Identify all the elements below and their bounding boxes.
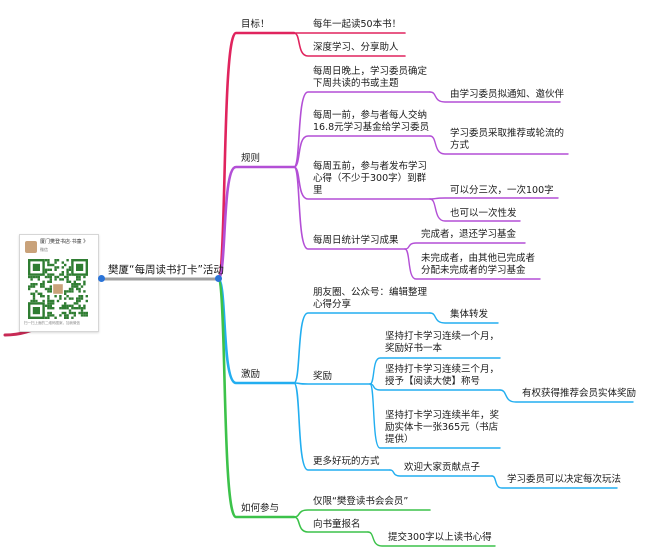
goal-item-2[interactable]: 深度学习、分享助人 xyxy=(313,42,399,53)
join-item-2-detail[interactable]: 提交300字以上读书心得 xyxy=(388,532,492,543)
rule-2-detail-line xyxy=(429,135,569,155)
join-item-2[interactable]: 向书童报名 xyxy=(313,519,361,530)
rule-3-detail-2-line xyxy=(429,198,521,222)
join-item-2-detail-line xyxy=(367,531,496,547)
more-subdetail-line xyxy=(491,475,618,489)
incentive-more-line xyxy=(293,382,391,471)
rule-2-detail[interactable]: 学习委员采取推荐或轮流的 方式 xyxy=(450,128,565,151)
rule-4-detail-2-line xyxy=(404,248,541,280)
rule-1[interactable]: 每周日晚上，学习委员确定 下周共读的书或主题 xyxy=(313,66,428,89)
rule-4-detail-2[interactable]: 未完成者，由其他已完成者 分配未完成者的学习基金 xyxy=(421,253,536,276)
card-title: 厦门樊登书店·书童 》 xyxy=(40,239,89,245)
rule-4-detail-1-line xyxy=(404,242,526,250)
rule-3-detail-2[interactable]: 也可以一次性发 xyxy=(450,208,517,219)
rule-3-detail-1-line xyxy=(429,197,559,200)
reward-extra-line xyxy=(499,389,634,403)
reward-item-2[interactable]: 坚持打卡学习连续三个月， 授予【阅读大使】称号 xyxy=(385,364,500,387)
incentive-branch xyxy=(216,277,296,385)
reward-3-line xyxy=(369,383,501,449)
incentive-more[interactable]: 更多好玩的方式 xyxy=(313,456,380,467)
rule-1-detail[interactable]: 由学习委员拟通知、邀伙伴 xyxy=(450,89,565,100)
reward-2-line xyxy=(369,383,501,391)
join-item-1-line xyxy=(293,509,431,518)
reward-1-line xyxy=(369,357,501,385)
join-topic[interactable]: 如何参与 xyxy=(241,503,280,514)
qr-code-card: 厦门樊登书店·书童 》 微信 扫一扫上面的二维码图案，加我微信 xyxy=(19,234,99,332)
goal-topic[interactable]: 目标！ xyxy=(241,19,270,30)
rule-4-detail-1[interactable]: 完成者，退还学习基金 xyxy=(421,229,517,240)
rule-4[interactable]: 每周日统计学习成果 xyxy=(313,235,399,246)
incentive-more-subdetail[interactable]: 学习委员可以决定每次玩法 xyxy=(507,474,622,485)
rule-3[interactable]: 每周五前，参与者发布学习 心得（不少于300字）到群 里 xyxy=(313,161,428,196)
rule-1-detail-line xyxy=(429,91,561,103)
rule-3-detail-1[interactable]: 可以分三次，一次100字 xyxy=(450,185,554,196)
rule-2[interactable]: 每周一前，参与者每人交纳 16.8元学习基金给学习委员 xyxy=(313,110,430,133)
incentive-reward[interactable]: 奖励 xyxy=(313,371,333,382)
rule-2-line xyxy=(293,135,431,168)
reward-extra[interactable]: 有权获得推荐会员实体奖励 xyxy=(522,388,637,399)
avatar xyxy=(25,241,37,253)
root-topic[interactable]: 樊厦“每周读书打卡”活动 xyxy=(108,264,224,276)
join-branch xyxy=(216,277,296,519)
incentive-share[interactable]: 朋友圈、公众号：编辑整理 心得分享 xyxy=(313,287,428,310)
rule-4-line xyxy=(293,166,406,250)
rules-topic[interactable]: 规则 xyxy=(241,153,261,164)
share-detail-line xyxy=(429,312,499,324)
reward-item-1[interactable]: 坚持打卡学习连续一个月， 奖励好书一本 xyxy=(385,331,500,354)
more-detail-line xyxy=(389,469,493,477)
qr-code-image xyxy=(28,259,88,319)
root-left-dot xyxy=(98,275,105,282)
join-item-2-line xyxy=(293,516,369,533)
join-item-1[interactable]: 仅限“樊登读书会会员” xyxy=(313,496,409,507)
card-caption: 扫一扫上面的二维码图案，加我微信 xyxy=(24,321,80,325)
rules-branch xyxy=(216,165,296,281)
incentive-reward-line xyxy=(293,382,371,385)
incentive-topic[interactable]: 激励 xyxy=(241,369,261,380)
incentive-share-line xyxy=(293,312,431,384)
root-right-dot xyxy=(215,275,222,282)
card-subtitle: 微信 xyxy=(40,247,48,252)
incentive-more-detail[interactable]: 欢迎大家贡献点子 xyxy=(404,462,481,473)
goal-item-2-line xyxy=(293,32,406,57)
reward-item-3[interactable]: 坚持打卡学习连续半年，奖 励实体卡一张365元（书店 提供） xyxy=(385,410,500,445)
incentive-share-detail[interactable]: 集体转发 xyxy=(450,309,489,320)
goal-item-1[interactable]: 每年一起读50本书！ xyxy=(313,19,402,30)
